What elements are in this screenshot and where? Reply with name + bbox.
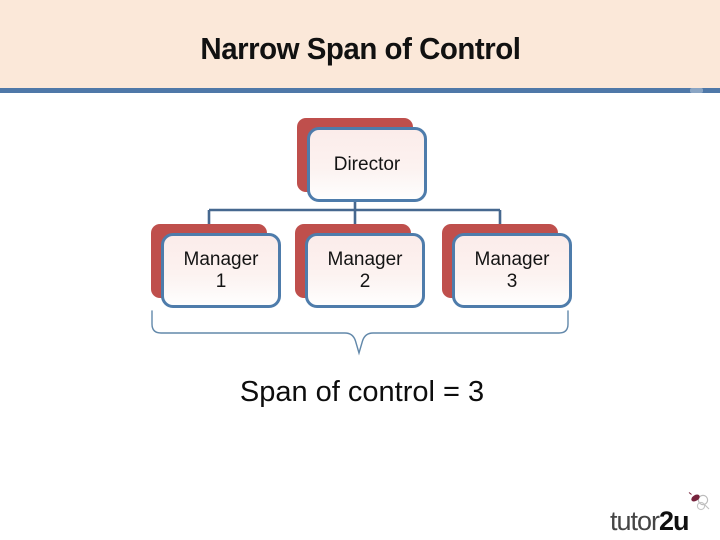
logo-text-light: tutor: [610, 506, 660, 536]
node-box: Manager 3: [452, 233, 572, 308]
node-director: Director: [297, 118, 427, 202]
logo-text-bold: 2u: [659, 506, 689, 536]
node-box: Manager 1: [161, 233, 281, 308]
node-manager-3-label: Manager 3: [474, 248, 550, 292]
tutor2u-logo: tutor2u: [610, 506, 690, 537]
divider-line: [0, 88, 720, 93]
node-manager-1-label: Manager 1: [183, 248, 259, 292]
node-manager-2: Manager 2: [295, 224, 425, 308]
slide-header: Narrow Span of Control: [0, 0, 720, 88]
node-box: Manager 2: [305, 233, 425, 308]
slide-title: Narrow Span of Control: [199, 31, 521, 66]
brace: [151, 310, 569, 356]
node-manager-1: Manager 1: [151, 224, 281, 308]
span-caption: Span of control = 3: [239, 376, 485, 408]
divider-highlight: [690, 88, 703, 93]
connector-lines: [207, 200, 502, 236]
node-director-label: Director: [333, 153, 401, 175]
node-manager-2-label: Manager 2: [327, 248, 403, 292]
bee-icon: [688, 492, 710, 511]
node-box: Director: [307, 127, 427, 202]
node-manager-3: Manager 3: [442, 224, 572, 308]
